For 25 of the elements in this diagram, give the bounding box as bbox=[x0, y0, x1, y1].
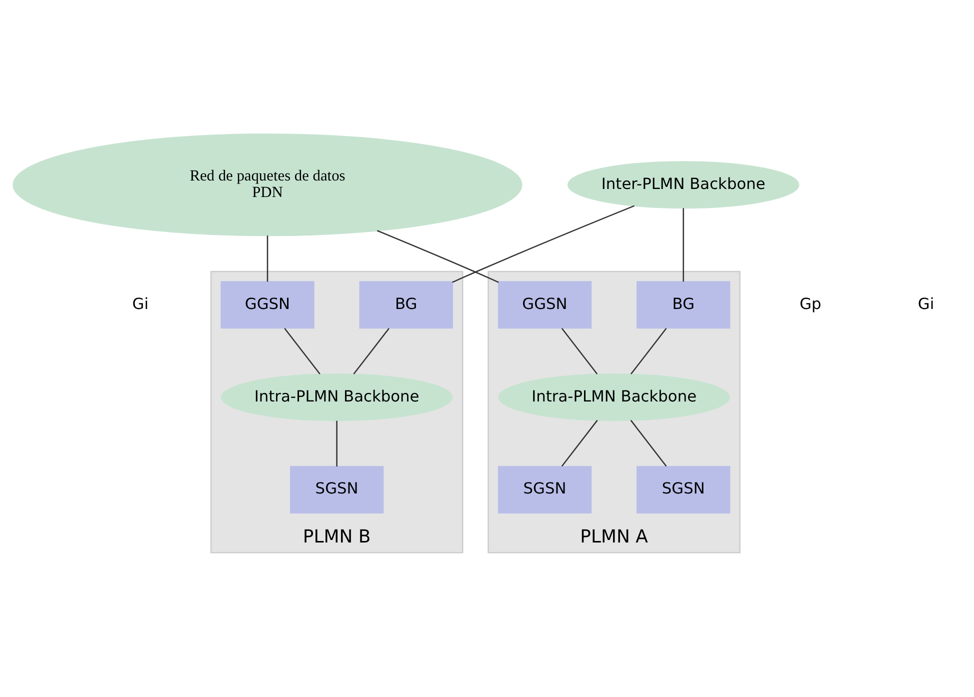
connector bbox=[266, 236, 268, 282]
label: Gp bbox=[800, 294, 822, 313]
connector bbox=[284, 328, 320, 374]
label: Gi bbox=[918, 294, 934, 313]
node-ellipse: Intra-PLMN Backbone bbox=[498, 374, 730, 422]
connector bbox=[336, 420, 338, 466]
connector bbox=[353, 328, 390, 374]
node-ellipse: Red de paquetes de datos PDN bbox=[12, 134, 522, 236]
node-box: SGSN bbox=[498, 466, 592, 514]
connector bbox=[682, 208, 684, 282]
node-box: GGSN bbox=[220, 281, 314, 329]
node-box: BG bbox=[359, 281, 453, 329]
node-box: GGSN bbox=[498, 281, 592, 329]
connector bbox=[561, 420, 598, 467]
connector bbox=[452, 205, 635, 283]
connector bbox=[630, 420, 667, 467]
label: Gi bbox=[132, 294, 149, 313]
connector bbox=[561, 328, 598, 374]
connector bbox=[376, 230, 499, 283]
node-box: SGSN bbox=[636, 466, 730, 514]
node-ellipse: Inter-PLMN Backbone bbox=[568, 161, 800, 209]
connector bbox=[630, 328, 667, 374]
node-box: SGSN bbox=[290, 466, 384, 514]
node-ellipse: Intra-PLMN Backbone bbox=[220, 374, 453, 422]
node-box: BG bbox=[636, 281, 730, 329]
